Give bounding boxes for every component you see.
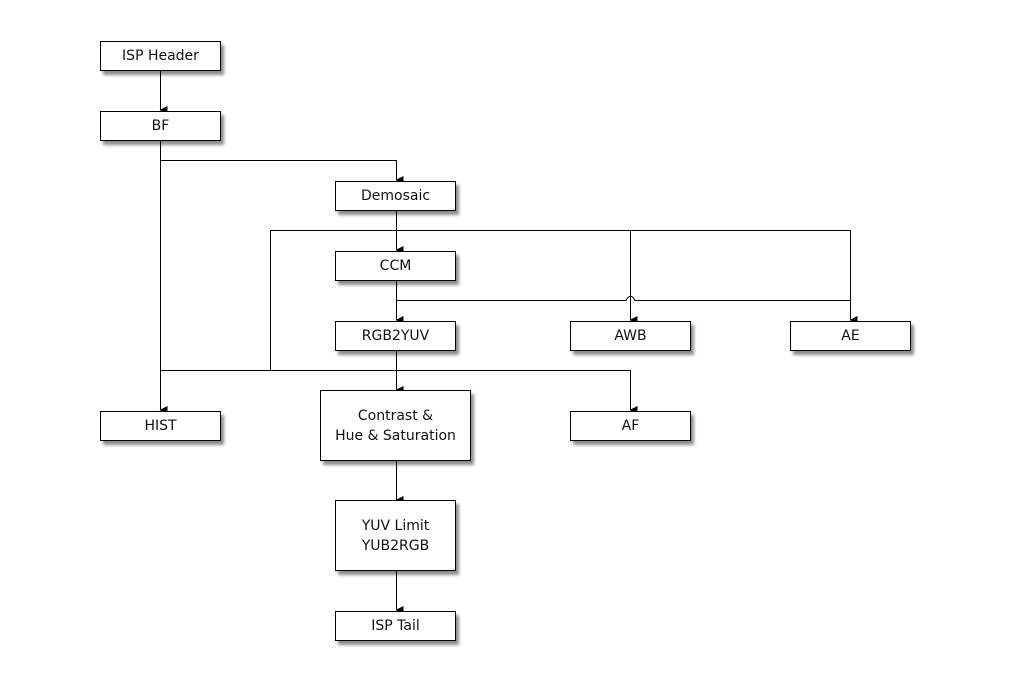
node-af: AF [570, 411, 691, 441]
edge-rgb2yuv-bus [160, 370, 638, 414]
node-isp-header: ISP Header [100, 41, 221, 71]
node-awb: AWB [570, 321, 691, 351]
node-rgb2yuv: RGB2YUV [335, 321, 456, 351]
node-ccm: CCM [335, 251, 456, 281]
node-demosaic: Demosaic [335, 181, 456, 211]
node-contrast-hue-saturation: Contrast & Hue & Saturation [320, 390, 471, 461]
edge-ccm-bus [396, 295, 851, 301]
node-ae: AE [790, 321, 911, 351]
node-hist: HIST [100, 411, 221, 441]
edge-bf-demosaic [160, 160, 404, 184]
node-yuv-limit: YUV Limit YUB2RGB [335, 500, 456, 571]
edge-demosaic-bus [270, 230, 851, 371]
node-isp-tail: ISP Tail [335, 611, 456, 641]
node-bf: BF [100, 111, 221, 141]
